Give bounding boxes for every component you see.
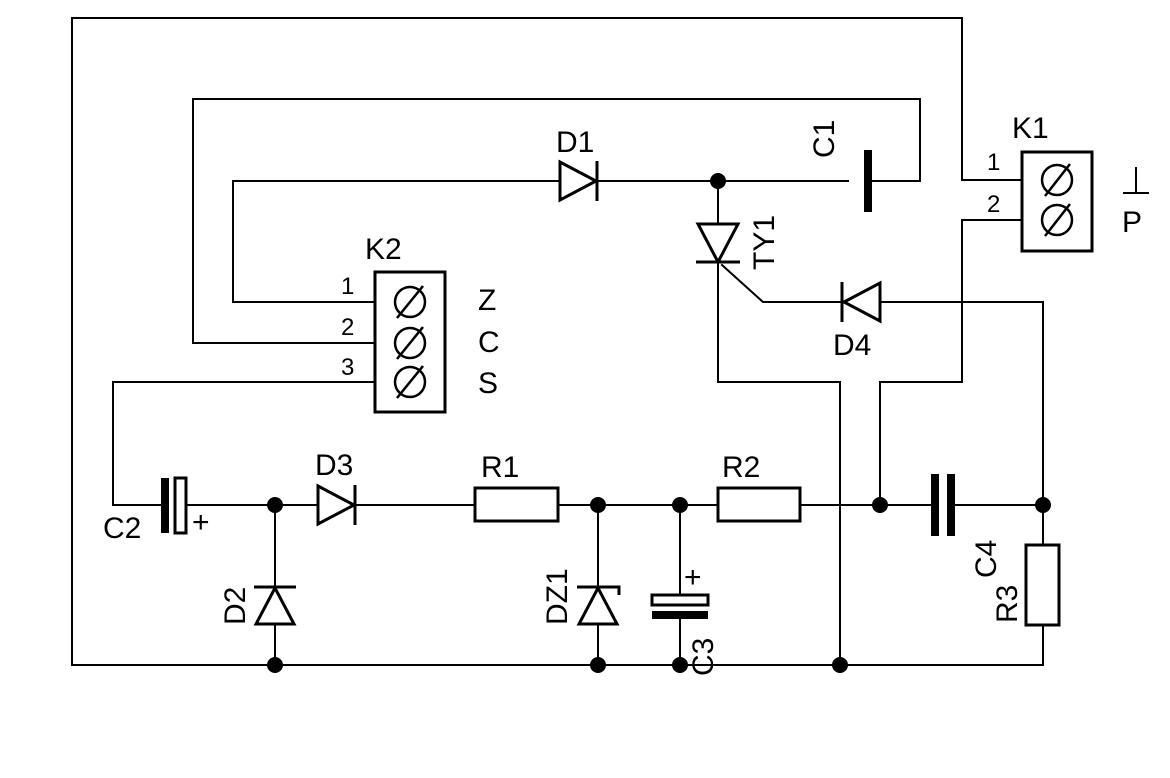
- diode-d2-triangle: [253, 584, 297, 626]
- resistor-r2: R2: [716, 451, 802, 523]
- label-d1: D1: [556, 126, 594, 159]
- junction-dot: [672, 657, 688, 673]
- thyristor-ty1: TY1: [695, 215, 781, 270]
- thyristor-ty1-triangle: [695, 222, 741, 266]
- connector-k1-pin-1: [1040, 163, 1074, 197]
- k2-pin-number-2: 2: [341, 314, 354, 341]
- capacitor-c3-plate-hollow: [650, 593, 710, 607]
- k1-pin-number-2: 2: [987, 191, 1000, 218]
- label-c3: C3: [687, 638, 720, 676]
- junction-dot: [590, 497, 606, 513]
- capacitor-c2: + C2: [103, 476, 210, 545]
- resistor-r3-body: [1024, 543, 1061, 627]
- connector-k2-pin-1: [393, 285, 427, 319]
- connector-k2-pin-3: [393, 365, 427, 399]
- capacitor-c4: C4: [931, 474, 1003, 578]
- diode-d1: D1: [556, 126, 600, 203]
- diode-d3-triangle: [316, 483, 358, 527]
- connector-k2-pin-2: [393, 326, 427, 360]
- junction-dot: [267, 497, 283, 513]
- label-k2: K2: [365, 233, 402, 266]
- ground-p: P: [1122, 167, 1149, 239]
- label-c1: C1: [808, 120, 841, 158]
- connector-k2-body: [373, 270, 447, 414]
- wire-bottom-rail: [274, 624, 1044, 666]
- label-c2: C2: [103, 512, 141, 545]
- junctions: [267, 173, 1051, 673]
- capacitor-c2-plus: +: [192, 506, 210, 539]
- junction-dot: [1035, 497, 1051, 513]
- wire-k2-3-to-c2: [112, 381, 376, 506]
- k2-signal-s: S: [478, 367, 498, 400]
- label-ty1: TY1: [748, 215, 781, 270]
- label-dz1: DZ1: [541, 568, 574, 625]
- capacitor-c2-plate-hollow: [173, 476, 188, 535]
- label-d4: D4: [833, 329, 871, 362]
- label-d2: D2: [219, 587, 252, 625]
- label-d3: D3: [315, 449, 353, 482]
- diode-d4: D4: [833, 280, 882, 362]
- resistor-r1-body: [473, 486, 560, 523]
- k2-pin-number-3: 3: [341, 354, 354, 381]
- junction-dot: [710, 173, 726, 189]
- capacitor-c3-plus: +: [684, 561, 702, 594]
- wires: [71, 17, 1044, 666]
- k2-signal-z: Z: [478, 284, 496, 317]
- junction-dot: [590, 657, 606, 673]
- junction-dot: [672, 497, 688, 513]
- junction-dot: [832, 657, 848, 673]
- k2-signal-c: C: [478, 326, 500, 359]
- wire-k2-2-to-c1: [192, 98, 921, 344]
- wire-ty1-gate: [720, 263, 841, 303]
- zener-dz1-bar: [577, 585, 621, 595]
- wire-ty1-cathode: [717, 261, 841, 666]
- diode-d1-triangle: [558, 159, 600, 203]
- diode-d2: D2: [219, 584, 297, 626]
- junction-dot: [267, 657, 283, 673]
- connector-k2: K2 1 2 3 Z C S: [341, 233, 500, 414]
- resistor-r3: R3: [991, 543, 1061, 627]
- label-r1: R1: [481, 451, 519, 484]
- capacitor-c1: C1: [808, 120, 872, 212]
- resistor-r2-body: [716, 486, 802, 523]
- diode-d3: D3: [315, 449, 358, 527]
- label-ground-p: P: [1122, 206, 1142, 239]
- wire-k1-2: [879, 219, 1023, 506]
- label-c4: C4: [970, 540, 1003, 578]
- label-r2: R2: [722, 451, 760, 484]
- junction-dot: [872, 497, 888, 513]
- zener-dz1-triangle: [576, 584, 620, 626]
- label-k1: K1: [1012, 112, 1049, 145]
- label-r3: R3: [991, 585, 1024, 623]
- diode-d4-triangle: [840, 280, 882, 324]
- connector-k1: K1 1 2: [987, 112, 1094, 253]
- wire-k2-1-to-d1: [232, 180, 559, 303]
- capacitor-c3: + C3: [650, 561, 720, 676]
- resistor-r1: R1: [473, 451, 560, 523]
- k1-pin-number-1: 1: [987, 149, 1000, 176]
- connector-k1-pin-2: [1040, 203, 1074, 237]
- zener-dz1: DZ1: [541, 568, 621, 626]
- wire-outer-loop: [71, 17, 963, 666]
- connector-k1-body: [1020, 150, 1094, 253]
- k2-pin-number-1: 1: [341, 273, 354, 300]
